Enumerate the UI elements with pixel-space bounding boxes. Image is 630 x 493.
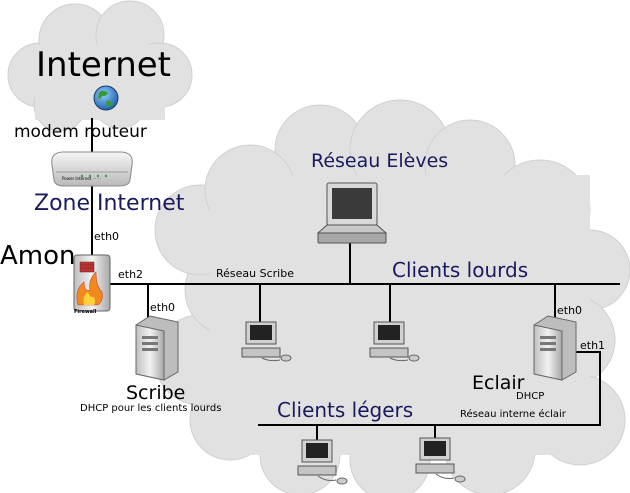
eclair-dhcp-label: DHCP	[516, 391, 544, 402]
modem-leds: Power Internet · · · ·	[62, 176, 101, 181]
firewall-server-icon: Firewall	[73, 254, 111, 315]
amon-label: Amon	[0, 241, 76, 271]
lan-cloud	[154, 99, 630, 493]
clients-legers-label: Clients légers	[277, 398, 413, 422]
reseau-eleves-label: Réseau Elèves	[311, 150, 448, 172]
workstation-icon	[369, 321, 420, 362]
workstation-icon	[297, 439, 348, 485]
workstation-icon	[241, 321, 292, 362]
server-icon	[135, 315, 179, 381]
reseau-interne-eclair-label: Réseau interne éclair	[460, 408, 567, 420]
amon-eth2-label: eth2	[118, 268, 143, 281]
clients-lourds-label: Clients lourds	[392, 258, 528, 282]
scribe-label: Scribe	[126, 382, 185, 404]
laptop-icon	[316, 182, 388, 244]
modem-icon: Power Internet · · · ·	[51, 151, 133, 187]
scribe-dhcp-label: DHCP pour les clients lourds	[80, 403, 221, 414]
workstation-icon	[415, 437, 466, 483]
amon-eth0-label: eth0	[94, 230, 119, 243]
firewall-badge: Firewall	[74, 309, 97, 315]
internet-label: Internet	[36, 45, 171, 85]
scribe-eth0-label: eth0	[150, 301, 175, 314]
reseau-scribe-label: Réseau Scribe	[216, 267, 294, 280]
zone-internet-label: Zone Internet	[34, 191, 185, 216]
server-icon	[533, 315, 577, 381]
network-lines	[91, 118, 620, 440]
eclair-eth0-label: eth0	[557, 304, 582, 317]
eclair-label: Eclair	[472, 372, 525, 394]
globe-icon	[93, 85, 119, 111]
modem-routeur-label: modem routeur	[14, 122, 147, 142]
eclair-eth1-label: eth1	[580, 339, 605, 352]
